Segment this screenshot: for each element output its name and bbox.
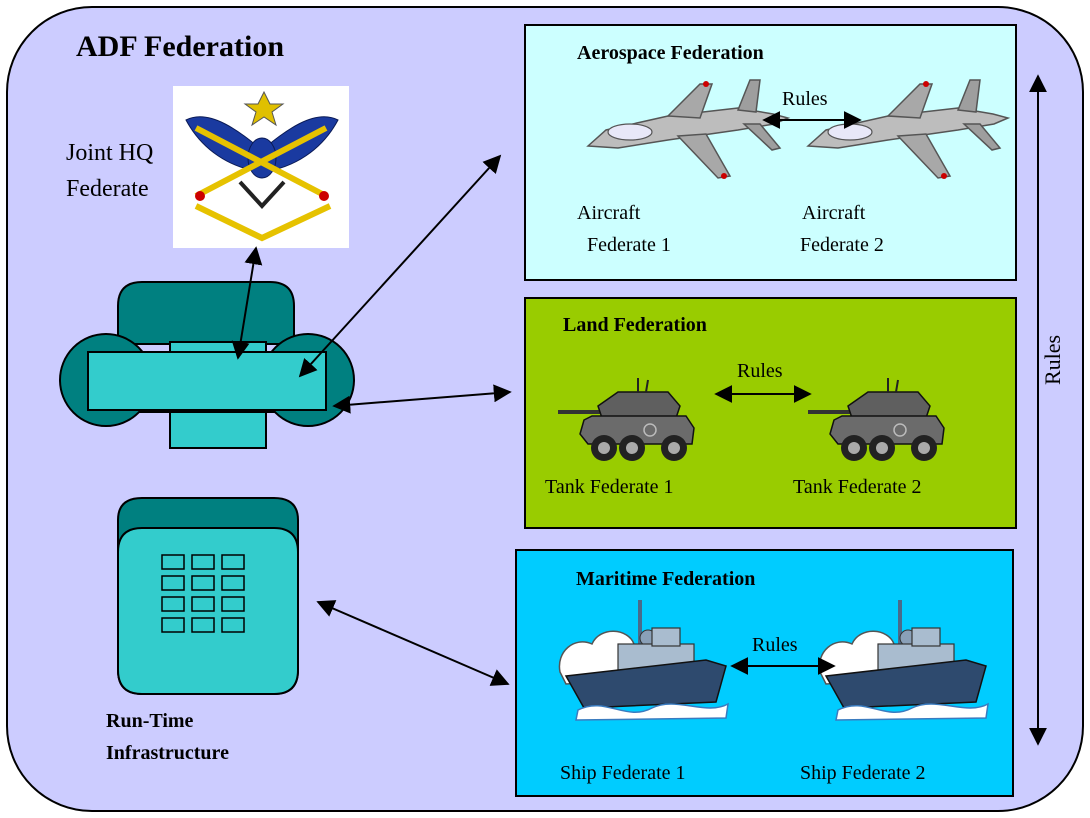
diagram-title: ADF Federation <box>76 30 285 63</box>
land-federation-title: Land Federation <box>563 314 707 336</box>
ship-federate-1-icon <box>558 599 729 721</box>
arrow-hq-rti <box>231 246 263 360</box>
tank-federate-1-icon <box>557 377 695 462</box>
tank-federate-2-label: Tank Federate 2 <box>793 476 922 498</box>
aircraft-federate-2-line2: Federate 2 <box>800 234 884 256</box>
maritime-federation-title: Maritime Federation <box>576 568 756 590</box>
rti-telephone-icon <box>59 281 355 695</box>
tank-federate-2-icon <box>807 377 945 462</box>
ship-federate-2-icon <box>818 599 989 721</box>
aircraft-federate-1-line1: Aircraft <box>577 202 641 224</box>
aerospace-federation-title: Aerospace Federation <box>577 42 764 64</box>
arrow-rti-land <box>332 384 512 414</box>
arrow-rti-aerospace <box>298 154 502 378</box>
land-rules-label: Rules <box>737 360 783 382</box>
rti-label-line2: Infrastructure <box>106 742 229 764</box>
aircraft-federate-2-line1: Aircraft <box>802 202 866 224</box>
ship-federate-1-label: Ship Federate 1 <box>560 762 686 784</box>
tank-federate-1-label: Tank Federate 1 <box>545 476 674 498</box>
joint-hq-label-line2: Federate <box>66 176 149 202</box>
maritime-rules-label: Rules <box>752 634 798 656</box>
aerospace-rules-label: Rules <box>782 88 828 110</box>
aircraft-federate-2-icon <box>807 79 1009 180</box>
ship-federate-2-label: Ship Federate 2 <box>800 762 926 784</box>
side-rules-label: Rules <box>1040 334 1065 385</box>
joint-hq-label-line1: Joint HQ <box>66 140 154 166</box>
arrow-rti-maritime <box>316 600 510 686</box>
aircraft-federate-1-line2: Federate 1 <box>587 234 671 256</box>
joint-hq-emblem <box>185 90 339 242</box>
aircraft-federate-1-icon <box>587 79 789 180</box>
rti-label-line1: Run-Time <box>106 710 194 732</box>
